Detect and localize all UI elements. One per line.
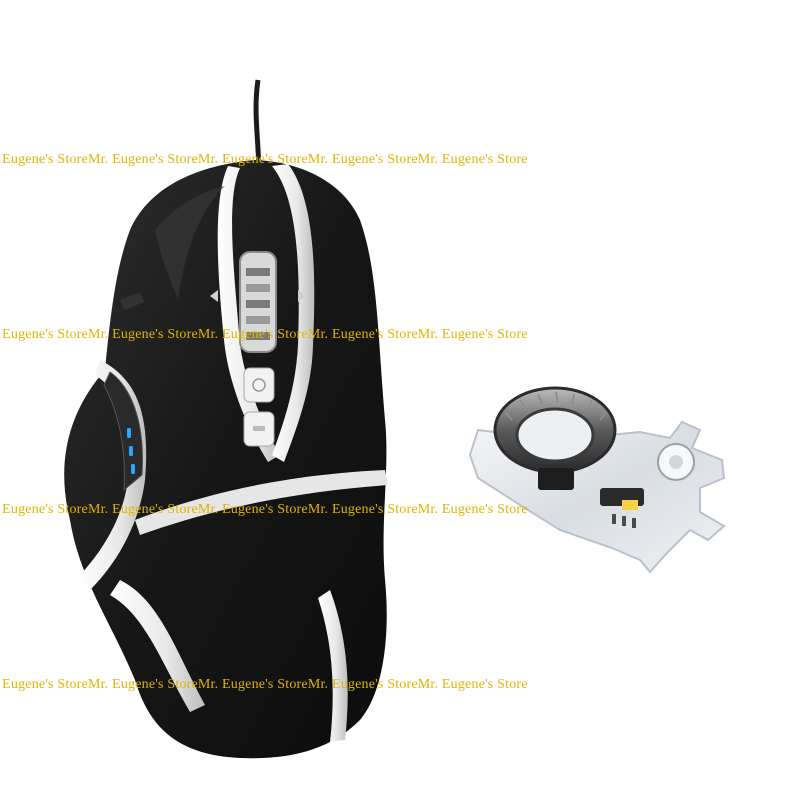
tilt-left-arrow-icon [210,290,218,302]
trim-bottom-right [318,590,348,742]
gaming-mouse [64,79,388,759]
mouse-button-upper [243,367,275,403]
side-button-panel [103,371,143,492]
dpi-led-3 [131,464,135,474]
tilt-right-arrow-icon [298,290,306,302]
dpi-led-2 [129,446,133,456]
dpi-led-1 [127,428,131,438]
trim-top-left [217,166,280,462]
trim-bottom-left [110,580,205,712]
encoder-block [538,468,574,490]
scroll-wheel-assembly [468,386,726,574]
trim-top-right [272,164,315,462]
trim-lower-band [135,470,388,535]
